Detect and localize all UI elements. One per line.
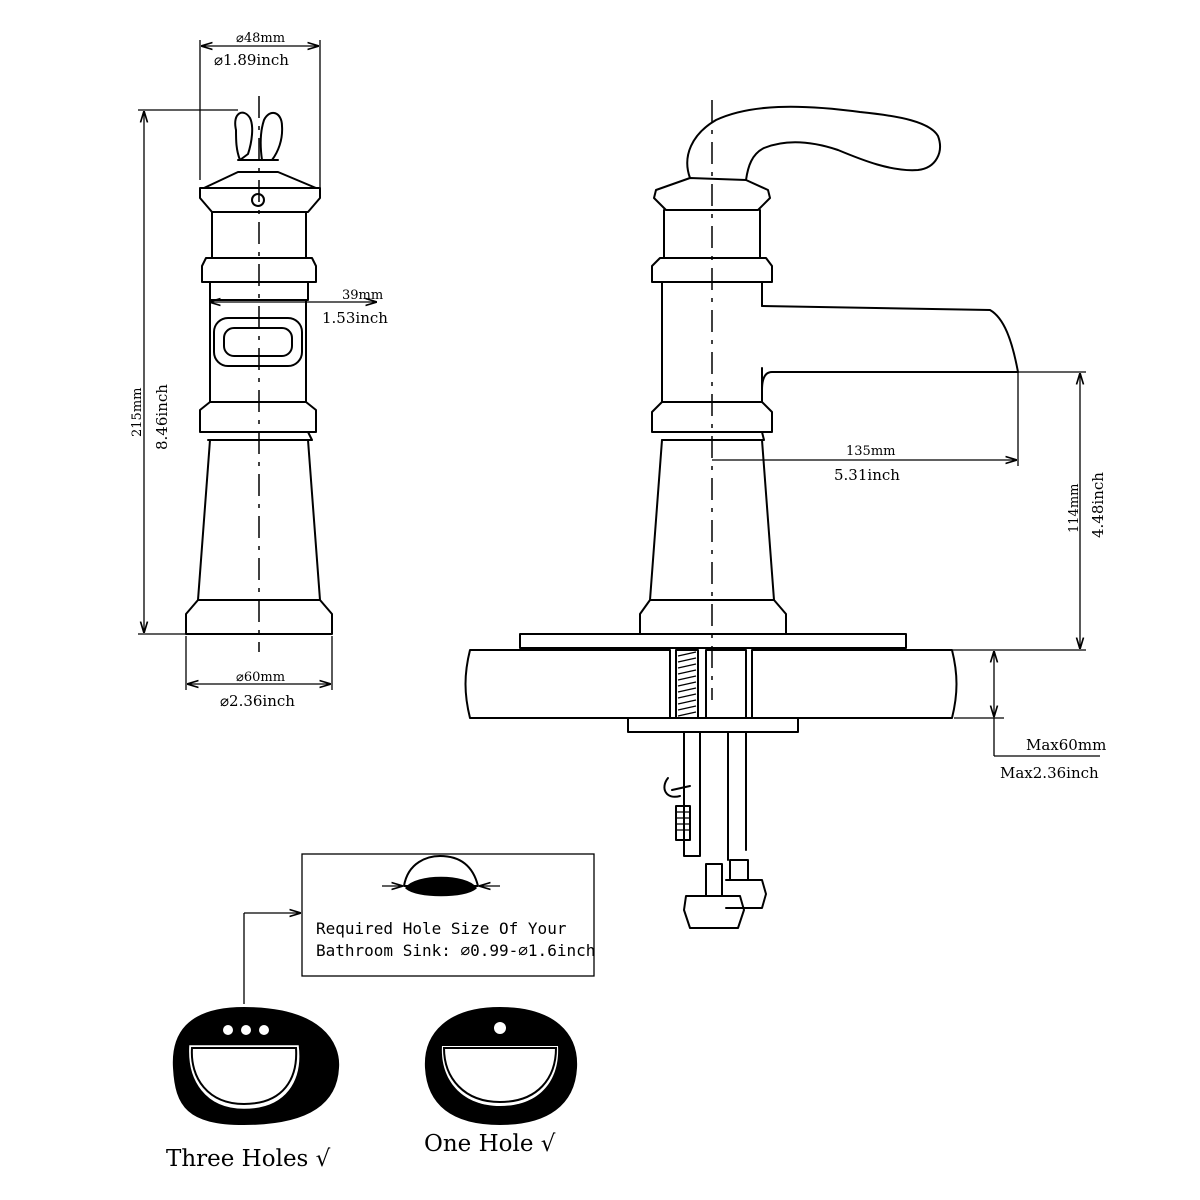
- spout-height-inch: 4.48inch: [1089, 472, 1107, 538]
- one-hole-sink-icon: [424, 1006, 578, 1126]
- base-width-inch: ⌀2.36inch: [220, 692, 295, 710]
- spout-reach-mm: 135mm: [846, 444, 895, 459]
- total-height-inch: 8.46inch: [153, 384, 171, 450]
- hole-note-line2: Bathroom Sink: ⌀0.99-⌀1.6inch: [316, 941, 595, 960]
- leader-arrow: [243, 913, 300, 1004]
- one-hole-caption: One Hole √: [424, 1131, 556, 1157]
- front-view-drawing: [185, 96, 333, 652]
- spout-reach-inch: 5.31inch: [834, 466, 900, 484]
- body-width-mm: 39mm: [342, 288, 383, 303]
- deck-thickness-mm: Max60mm: [1026, 736, 1106, 754]
- top-width-inch: ⌀1.89inch: [214, 51, 289, 69]
- total-height-mm: 215mm: [130, 388, 145, 437]
- base-width-mm: ⌀60mm: [236, 670, 285, 685]
- hole-note-line1: Required Hole Size Of Your: [316, 919, 567, 938]
- side-dimension-lines: [712, 371, 1100, 757]
- three-hole-sink-icon: [172, 1006, 340, 1126]
- deck-thickness-inch: Max2.36inch: [1000, 764, 1099, 782]
- front-dimension-lines: [138, 40, 376, 690]
- hole-size-note-box: [301, 853, 595, 977]
- top-width-mm: ⌀48mm: [236, 31, 285, 46]
- body-width-inch: 1.53inch: [322, 309, 388, 327]
- spout-height-mm: 114mm: [1067, 484, 1082, 533]
- three-holes-caption: Three Holes √: [166, 1146, 331, 1172]
- side-view-drawing: [464, 100, 1019, 929]
